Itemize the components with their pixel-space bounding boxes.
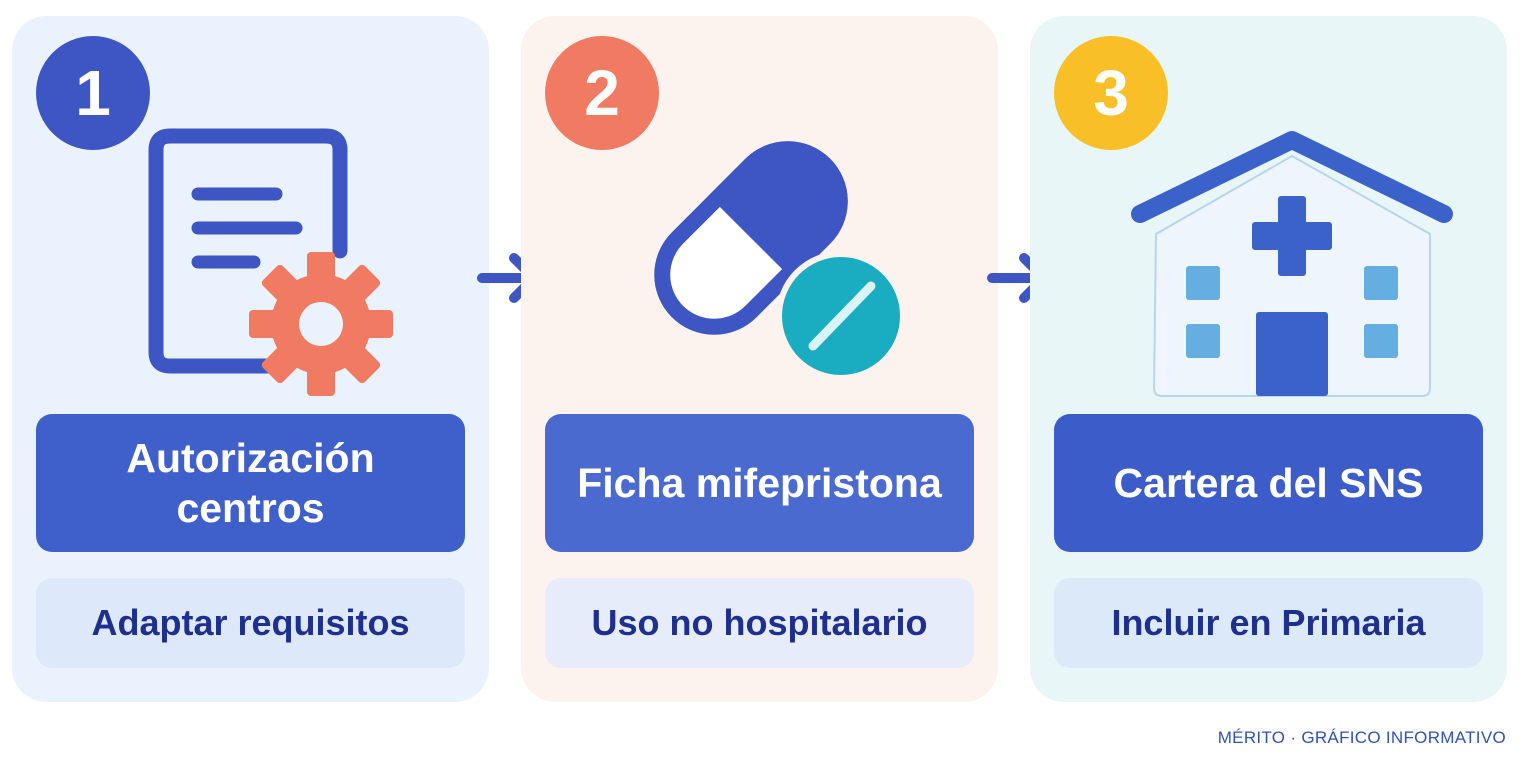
- step-card-2: 2 Ficha mifepristona Uso no hospitalario: [521, 16, 998, 702]
- pill-capsule-icon: [654, 141, 906, 381]
- step-subtitle: Adaptar requisitos: [36, 578, 465, 668]
- step-number-badge: 2: [545, 36, 659, 150]
- step-number-badge: 3: [1054, 36, 1168, 150]
- step-subtitle: Uso no hospitalario: [545, 578, 974, 668]
- health-center-icon: [1131, 131, 1453, 397]
- step-number-badge: 1: [36, 36, 150, 150]
- step-title: Ficha mifepristona: [545, 414, 974, 552]
- document-gear-icon: [148, 128, 393, 396]
- step-title: Autorización centros: [36, 414, 465, 552]
- footer-credit: MÉRITO · GRÁFICO INFORMATIVO: [1217, 728, 1506, 747]
- step-title: Cartera del SNS: [1054, 414, 1483, 552]
- step-card-1: 1 Autorización centros Adaptar requisito…: [12, 16, 489, 702]
- step-card-3: 3 Cartera del SNS Incluir en Primaria: [1030, 16, 1507, 702]
- step-subtitle: Incluir en Primaria: [1054, 578, 1483, 668]
